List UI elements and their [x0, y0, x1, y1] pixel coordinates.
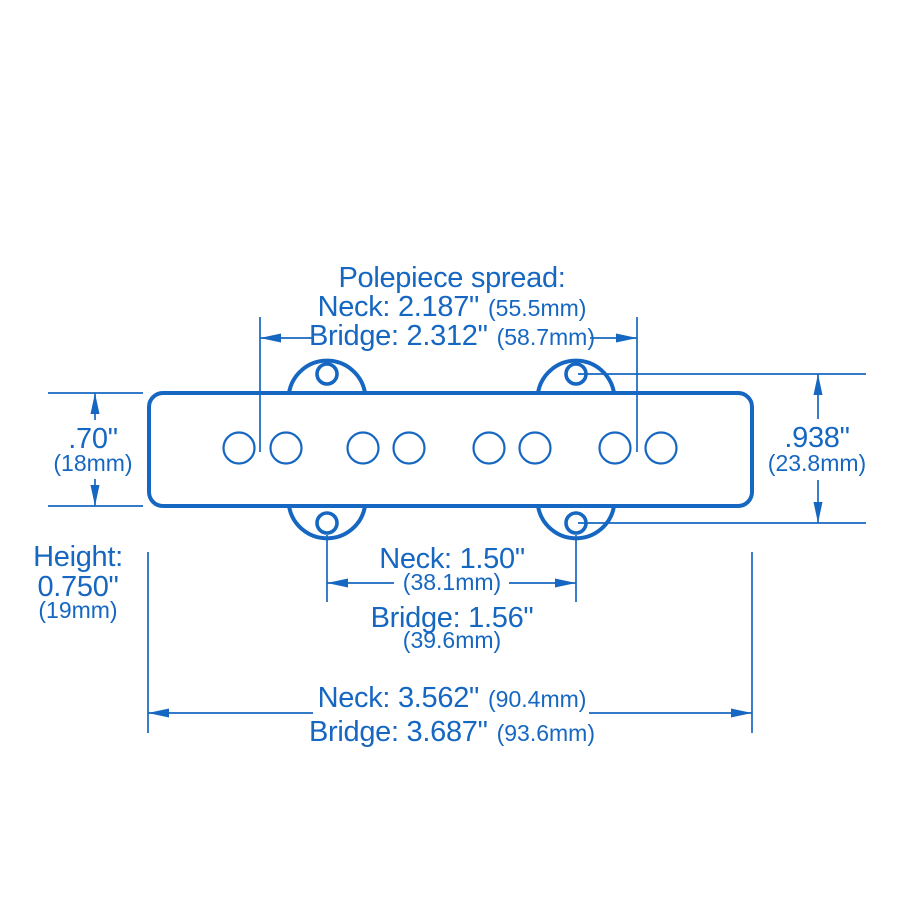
body-height-value: .70" — [68, 423, 117, 455]
polepiece-spread-bridge: Bridge: 2.312"(58.7mm) — [309, 320, 595, 352]
dim-body-height-left: .70" (18mm) — [48, 392, 143, 507]
polepiece-spread-title: Polepiece spread: — [338, 262, 565, 294]
hole-spacing-neck-mm: (38.1mm) — [403, 569, 501, 595]
hole-spacing-neck: Neck: 1.50" — [379, 543, 525, 575]
mounting-screw-hole-top-left — [315, 362, 339, 386]
hole-spacing-arrowhead-right — [555, 578, 576, 588]
pickup-body-outline — [147, 391, 754, 508]
height-label: Height: — [33, 541, 123, 573]
dim-overall-length: Neck: 3.562"(90.4mm) Bridge: 3.687"(93.6… — [147, 552, 753, 748]
polepiece-7 — [598, 431, 632, 465]
dim-mount-hole-spacing: Neck: 1.50" (38.1mm) Bridge: 1.56" (39.6… — [326, 535, 577, 653]
body-height-mm: (18mm) — [53, 450, 132, 476]
polepiece-6 — [518, 431, 552, 465]
pickup-body-group — [147, 358, 754, 541]
polepieces — [222, 431, 678, 465]
spread-arrowhead-right — [616, 333, 637, 343]
overall-neck: Neck: 3.562"(90.4mm) — [318, 682, 587, 714]
ear-height-arrowhead-up — [813, 374, 823, 395]
polepiece-8 — [644, 431, 678, 465]
overall-bridge: Bridge: 3.687"(93.6mm) — [309, 716, 595, 748]
mounting-screw-hole-bottom-left — [315, 511, 339, 535]
height-mm: (19mm) — [38, 597, 117, 623]
ear-height-value: .938" — [784, 422, 849, 454]
overall-arrowhead-right — [731, 708, 752, 718]
hole-spacing-bridge: Bridge: 1.56" — [371, 602, 534, 634]
hole-spacing-arrowhead-left — [327, 578, 348, 588]
polepiece-5 — [472, 431, 506, 465]
body-height-arrowhead-up — [90, 393, 100, 414]
height-value: 0.750" — [37, 571, 118, 603]
polepiece-2 — [269, 431, 303, 465]
polepiece-4 — [392, 431, 426, 465]
ear-height-arrowhead-down — [813, 502, 823, 523]
ear-height-mm: (23.8mm) — [768, 450, 866, 476]
mounting-ear-top-right — [536, 358, 616, 395]
overall-arrowhead-left — [148, 708, 169, 718]
dim-ear-height-right: .938" (23.8mm) — [578, 373, 866, 524]
polepiece-spread-neck: Neck: 2.187"(55.5mm) — [318, 291, 587, 323]
hole-spacing-bridge-mm: (39.6mm) — [403, 627, 501, 653]
polepiece-3 — [346, 431, 380, 465]
height-label-group: Height: 0.750" (19mm) — [33, 541, 123, 623]
dim-polepiece-spread: Polepiece spread: Neck: 2.187"(55.5mm) B… — [259, 262, 638, 452]
body-height-arrowhead-down — [90, 485, 100, 506]
polepiece-1 — [222, 431, 256, 465]
mounting-ear-top-left — [287, 358, 367, 395]
spread-arrowhead-left — [260, 333, 281, 343]
